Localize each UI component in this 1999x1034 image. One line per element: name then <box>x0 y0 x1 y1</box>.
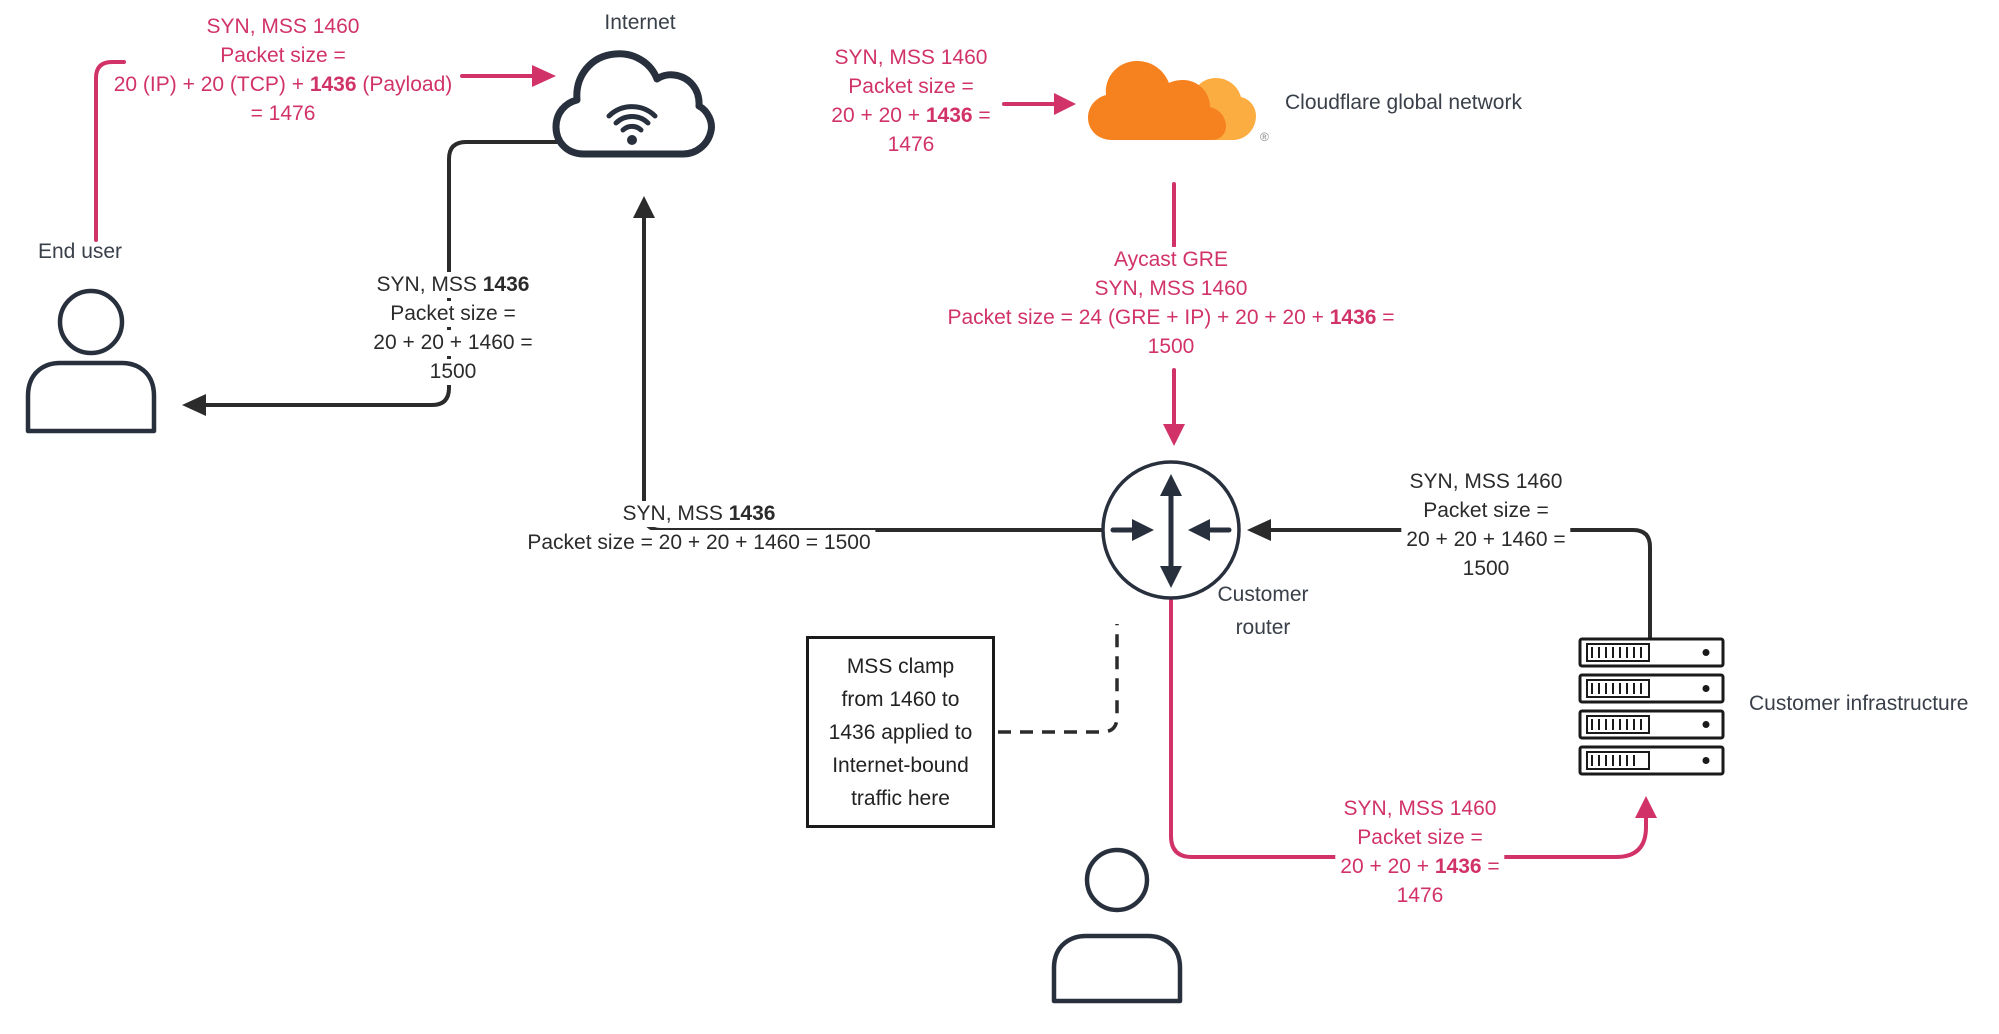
customer-router-label: Customer router <box>1217 578 1308 644</box>
flow-infra-to-router: SYN, MSS 1460 Packet size = 20 + 20 + 14… <box>1401 466 1571 585</box>
flow-text-line: 20 + 20 + 1460 = <box>1401 527 1571 553</box>
flow-text-line: SYN, MSS 1460 <box>1404 469 1568 495</box>
internet-label: Internet <box>604 11 676 34</box>
cloudflare-to-router-arrowhead <box>1163 424 1185 446</box>
router-to-internet-arrowhead <box>633 196 655 218</box>
server-unit <box>1578 637 1725 668</box>
clamp-note-line: 1436 applied to <box>828 720 973 744</box>
flow-text-line: Packet size = 24 (GRE + IP) + 20 + 20 + … <box>942 305 1400 331</box>
flow-text-line: SYN, MSS 1460 <box>1338 796 1502 822</box>
clamp-note-connector <box>998 624 1119 734</box>
wifi-icon <box>606 104 658 145</box>
customer-router-label-line1: Customer <box>1217 583 1309 606</box>
registered-mark: ® <box>1260 130 1269 144</box>
flow-text-line: 1500 <box>424 359 482 385</box>
flow-text-line: 1476 <box>1391 883 1449 909</box>
flow-text-line: Packet size = <box>385 301 521 327</box>
flow-text-line: SYN, MSS 1460 <box>1089 276 1253 302</box>
internet-to-user-arrowhead <box>182 394 206 416</box>
flow-text-line: SYN, MSS 1460 <box>829 45 993 71</box>
flow-text-line: SYN, MSS 1460 <box>201 14 365 40</box>
cloudflare-logo-icon: ® <box>1088 61 1269 144</box>
mss-clamp-note-box: MSS clamp from 1460 to 1436 applied to I… <box>806 636 995 828</box>
cloudflare-label: Cloudflare global network <box>1285 91 1522 114</box>
clamp-note-line: MSS clamp <box>846 654 955 678</box>
clamp-note-line: traffic here <box>851 786 950 810</box>
internet-cloud-icon <box>552 50 715 158</box>
flow-text-line: Packet size = 20 + 20 + 1460 = 1500 <box>522 530 876 556</box>
internet-to-cloudflare-arrowhead <box>1054 93 1076 115</box>
flow-text-line: 1476 <box>882 132 940 158</box>
customer-router-icon <box>1101 460 1241 600</box>
flow-text-line: 20 + 20 + 1460 = <box>368 330 538 356</box>
flow-text-line: 20 + 20 + 1436 = <box>1335 854 1505 880</box>
user-to-internet-arrowhead <box>532 65 556 87</box>
server-stack-icon <box>1578 637 1725 776</box>
flow-user-to-internet: SYN, MSS 1460 Packet size = 20 (IP) + 20… <box>108 11 458 130</box>
server-unit <box>1578 709 1725 740</box>
flow-text-line: Packet size = <box>1418 498 1554 524</box>
flow-text-line: Packet size = <box>843 74 979 100</box>
flow-router-to-internet: SYN, MSS 1436 Packet size = 20 + 20 + 14… <box>522 498 876 559</box>
flow-text-line: Aycast GRE <box>1109 247 1233 273</box>
router-to-infra-arrowhead <box>1635 796 1657 818</box>
flow-text-line: Packet size = <box>1352 825 1488 851</box>
server-unit <box>1578 745 1725 776</box>
end-user-icon <box>25 288 157 434</box>
server-unit <box>1578 673 1725 704</box>
clamp-note-line: Internet-bound <box>832 753 969 777</box>
flow-router-to-infra: SYN, MSS 1460 Packet size = 20 + 20 + 14… <box>1335 793 1505 912</box>
flow-text-line: 20 + 20 + 1436 = <box>826 103 996 129</box>
flow-text-line: SYN, MSS 1436 <box>371 272 535 298</box>
customer-router-label-line2: router <box>1235 616 1291 639</box>
flow-text-line: SYN, MSS 1436 <box>617 501 781 527</box>
customer-infrastructure-label: Customer infrastructure <box>1749 692 1969 715</box>
bottom-person-icon <box>1051 847 1183 1004</box>
flow-internet-to-user: SYN, MSS 1436 Packet size = 20 + 20 + 14… <box>368 269 538 388</box>
infra-to-router-arrowhead <box>1247 519 1271 541</box>
flow-text-line: Packet size = <box>215 43 351 69</box>
flow-text-line: = 1476 <box>245 101 321 127</box>
flow-text-line: 1500 <box>1457 556 1515 582</box>
flow-text-line: 1500 <box>1142 334 1200 360</box>
clamp-note-line: from 1460 to <box>841 687 960 711</box>
flow-internet-to-cloudflare: SYN, MSS 1460 Packet size = 20 + 20 + 14… <box>826 42 996 161</box>
flow-cloudflare-to-router: Aycast GRE SYN, MSS 1460 Packet size = 2… <box>942 244 1400 363</box>
infra-to-router-line <box>1267 528 1652 639</box>
end-user-label: End user <box>38 240 123 263</box>
flow-text-line: 20 (IP) + 20 (TCP) + 1436 (Payload) <box>108 72 458 98</box>
user-to-internet-line <box>94 60 126 242</box>
